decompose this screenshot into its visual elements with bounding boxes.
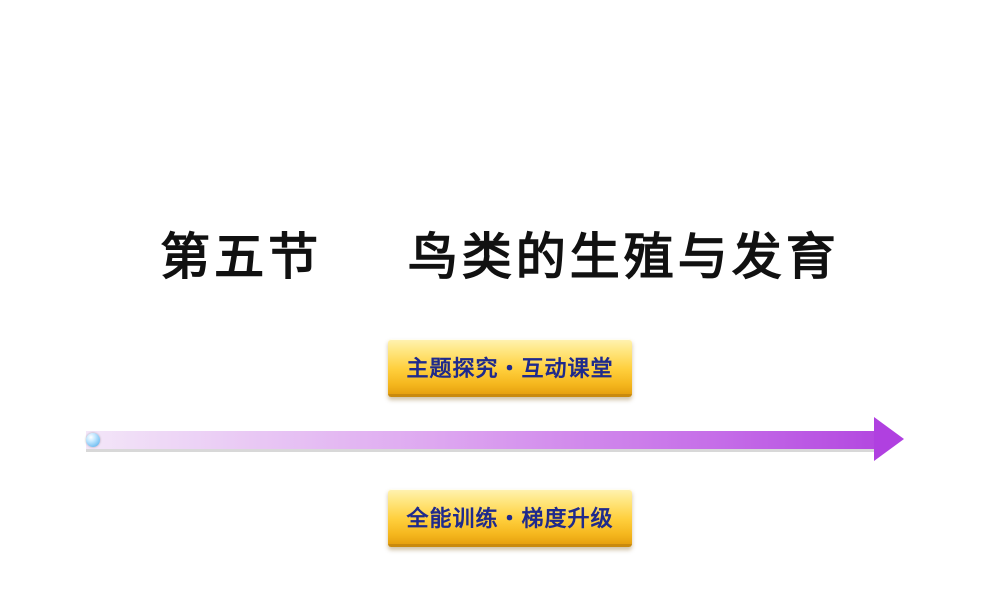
timeline-arrow [80,415,910,465]
arrow-right-icon [874,417,904,461]
arrow-shaft [86,431,876,452]
explore-classroom-label: 主题探究・互动课堂 [406,356,614,382]
slide-title: 第五节 鸟类的生殖与发育 [160,228,840,286]
comprehensive-training-button[interactable]: 全能训练・梯度升级 [388,489,632,547]
circle-dot-icon [86,433,100,447]
comprehensive-training-label: 全能训练・梯度升级 [406,506,614,532]
explore-classroom-button[interactable]: 主题探究・互动课堂 [388,339,632,397]
